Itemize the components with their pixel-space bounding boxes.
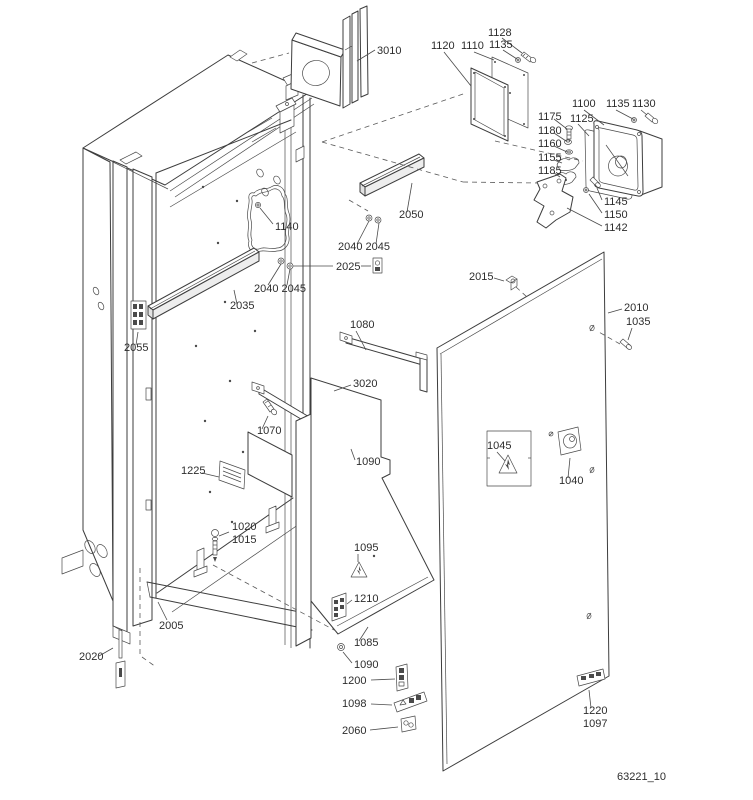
callout-1045: 1045 [487,440,511,452]
callout-1070: 1070 [257,425,281,437]
callout-1135a: 1135 [489,39,513,51]
part-clamp-1155 [556,157,580,171]
callout-1085: 1085 [354,637,378,649]
part-label-1220-1097 [576,668,606,687]
callout-2015: 2015 [469,271,493,283]
callout-1035: 1035 [626,316,650,328]
part-inner-panel-2005 [146,119,313,631]
part-screw-1035 [619,338,632,350]
callout-1160: 1160 [538,138,562,150]
callout-1180: 1180 [538,125,562,137]
callout-1120: 1120 [431,40,455,52]
callout-1100: 1100 [572,98,596,110]
callout-2005: 2005 [159,620,183,632]
callout-1140: 1140 [275,221,299,233]
assembly-guide-lines [139,52,621,668]
callout-2060: 2060 [342,725,366,737]
callout-1175: 1175 [538,111,562,123]
callout-2050: 2050 [399,209,423,221]
part-label-2055 [130,300,147,330]
part-label-1210 [331,592,347,622]
callout-1150: 1150 [604,209,628,221]
callout-3020: 3020 [353,378,377,390]
part-screw-1130 [644,112,659,125]
part-cabinet-body [61,49,315,649]
callout-2040-2045-r: 2040 2045 [338,241,390,253]
part-fastener-1090-bottom [337,643,345,651]
part-bracket-1142 [533,173,574,229]
callout-2020: 2020 [79,651,103,663]
callout-2010: 2010 [624,302,648,314]
callout-1090a: 1090 [356,456,380,468]
callout-1125: 1125 [570,113,594,125]
callout-1145: 1145 [604,196,628,208]
callout-1020: 1020 [232,521,256,533]
callout-1080: 1080 [350,319,374,331]
part-label-1098 [393,691,428,713]
part-pin-2020 [114,626,126,689]
part-label-1225 [218,460,246,490]
part-clip-2015 [505,275,518,291]
callout-2035: 2035 [230,300,254,312]
callout-1155: 1155 [538,152,562,164]
part-clip-2025 [372,257,383,274]
callout-1130: 1130 [632,98,656,110]
callout-1090b: 1090 [354,659,378,671]
callout-1040: 1040 [559,475,583,487]
callout-2055: 2055 [124,342,148,354]
callout-1095: 1095 [354,542,378,554]
part-label-1200 [395,663,409,692]
part-fan-housing-1100 [593,120,663,197]
callout-1015: 1015 [232,534,256,546]
callout-1142: 1142 [604,222,628,234]
callout-2040-2045-l: 2040 2045 [254,283,306,295]
part-washer-1160 [565,149,573,155]
drawing-number: 63221_10 [617,771,666,783]
callout-3010: 3010 [377,45,401,57]
callout-2025: 2025 [336,261,360,273]
callout-1220: 1220 [583,705,607,717]
part-washers-2040-2045-right [365,214,382,224]
part-fan-box-3010 [290,5,369,109]
callout-1135b: 1135 [606,98,630,110]
part-side-panel-1085 [295,377,435,647]
part-gasket-1140 [247,185,291,253]
part-screw-1070 [262,398,278,416]
callout-1225: 1225 [181,465,205,477]
callout-1097: 1097 [583,718,607,730]
part-screws-1020-1015 [211,529,219,562]
part-screw-1128 [520,51,537,64]
part-label-2060 [400,715,417,733]
callout-1098: 1098 [342,698,366,710]
callout-1210: 1210 [354,593,378,605]
part-rail-2035 [147,247,260,320]
part-door-2010 [436,251,610,772]
callout-1110: 1110 [461,40,484,52]
callout-1185: 1185 [538,165,562,177]
part-washer-1150 [583,187,589,193]
part-warning-label-1045 [486,430,532,487]
part-screw-1145 [589,176,601,188]
part-nut-1180 [564,139,572,145]
part-frame-1120 [470,67,509,142]
part-lock-1040 [548,426,582,456]
part-screw-1175 [565,125,573,140]
part-rail-2050 [359,153,425,197]
callout-1200: 1200 [342,675,366,687]
part-warning-label-1095 [350,561,368,578]
callout-1128: 1128 [488,27,512,39]
